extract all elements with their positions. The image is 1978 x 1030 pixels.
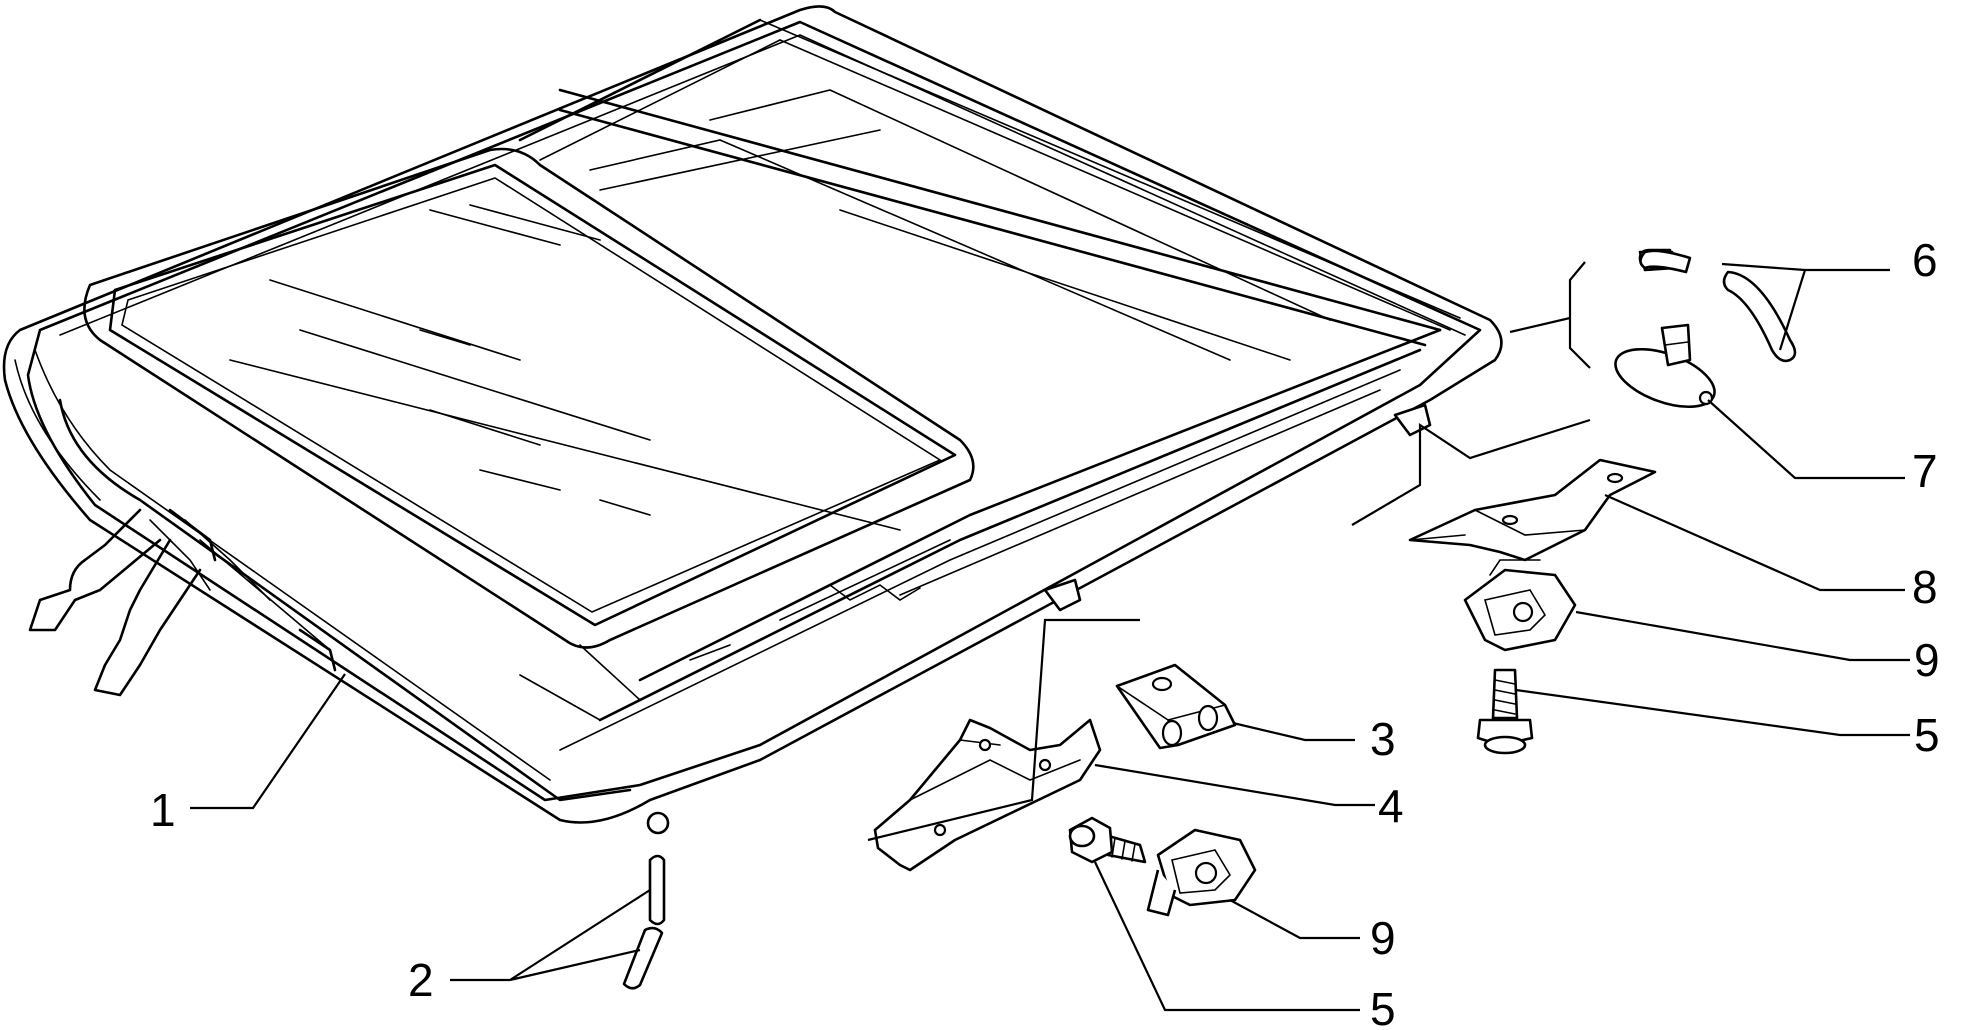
callout-8: 8 [1912, 561, 1938, 613]
leader-9b [1229, 899, 1360, 940]
leader-7 [1707, 399, 1905, 480]
callout-9-rear: 9 [1914, 634, 1940, 686]
leader-2 [450, 889, 651, 982]
angle-bracket [1115, 663, 1237, 750]
leader-9a [1575, 610, 1910, 662]
clip-cap [1614, 323, 1716, 409]
callout-3: 3 [1370, 713, 1396, 765]
callout-6: 6 [1912, 234, 1938, 286]
callout-1: 1 [150, 784, 176, 836]
locator-rear [1351, 418, 1591, 526]
leader-1 [190, 673, 346, 810]
leader-6 [1721, 262, 1890, 351]
callout-5-rear: 5 [1914, 709, 1940, 761]
callout-7: 7 [1912, 445, 1938, 497]
seal-strips [1638, 248, 1797, 363]
mounting-strap-rear [1408, 458, 1657, 562]
callout-2: 2 [408, 954, 434, 1006]
leader-5a [1515, 688, 1910, 737]
locator-clip-group [1509, 261, 1591, 369]
clip-nut-front [1146, 828, 1257, 917]
locator-front [867, 618, 1140, 842]
bolt-front [1068, 816, 1147, 864]
callout-9-front: 9 [1370, 912, 1396, 964]
leader-5b [1094, 861, 1360, 1012]
callout-4: 4 [1378, 780, 1404, 832]
leader-8 [1604, 493, 1905, 592]
bolt-rear [1476, 668, 1534, 755]
leader-4 [1094, 763, 1375, 807]
drain-hoses [622, 854, 666, 990]
mounting-bracket-front [873, 718, 1102, 872]
leader-3 [1232, 721, 1355, 742]
callout-5-front: 5 [1370, 983, 1396, 1030]
sunroof-frame-assembly [2, 5, 1503, 835]
clip-nut-rear [1463, 559, 1577, 652]
